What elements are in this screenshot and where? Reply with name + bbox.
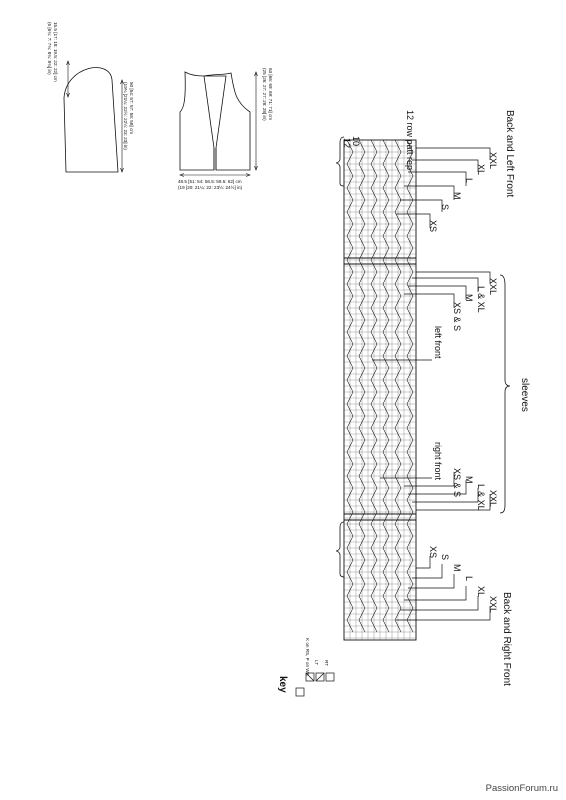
size-leader-back-right: [416, 556, 431, 569]
size-leader-right-front: [412, 488, 479, 503]
key-title: key: [277, 676, 288, 693]
size-leader-lines: [372, 147, 491, 621]
size-label-back-left-2: L: [464, 178, 474, 184]
body-width-measurement: 48.5 [51: 54: 56.5: 59.5: 62] cm (19 [20…: [178, 179, 242, 190]
cable-line: [406, 139, 414, 633]
key-label-knit: K on RS, P on WS: [305, 638, 310, 676]
body-length-in: (25 [26: 27: 27: 28: 28] in): [262, 68, 268, 121]
size-leader-back-left: [404, 185, 455, 200]
cable-line: [382, 139, 390, 633]
body-measure-arrows: [179, 71, 258, 177]
sleeve-schematic: [63, 67, 119, 173]
sleeve-length-cm: 50 [54: 57: 57: 58: 58] cm: [129, 82, 134, 135]
sleeves-label: sleeves: [519, 378, 530, 412]
size-label-back-left-3: M: [452, 192, 462, 200]
body-length-cm: 63 [66: 69: 69: 71: 71] cm: [268, 68, 273, 121]
size-leader-back-right: [408, 574, 455, 589]
size-leader-back-left: [396, 213, 431, 228]
size-leader-back-right: [404, 586, 467, 601]
size-leader-right-front: [416, 494, 491, 511]
size-leader-back-right: [396, 606, 491, 621]
key-symbols: [295, 672, 335, 697]
right-front-label: right front: [433, 442, 443, 481]
size-leader-back-right: [400, 596, 479, 611]
body-length-measurement: 63 [66: 69: 69: 71: 71] cm (25 [26: 27: …: [262, 68, 273, 121]
size-leader-back-right: [412, 564, 443, 579]
size-label-back-left-5: XS: [428, 220, 438, 233]
size-leader-left-front: [416, 271, 491, 284]
size-label-back-right-5: XXL: [488, 596, 498, 614]
size-leader-right-front: [404, 472, 455, 487]
body-schematic: [179, 71, 251, 171]
key-label-rt: RT: [324, 660, 329, 667]
cable-line: [394, 139, 402, 633]
size-label-back-left-1: XL: [476, 164, 486, 176]
size-label-back-right-2: M: [452, 564, 462, 572]
body-width-cm: 48.5 [51: 54: 56.5: 59.5: 62] cm: [178, 179, 242, 184]
size-label-right-front-3: XXL: [488, 490, 498, 508]
sleeves-brace: [499, 274, 511, 514]
size-label-left-front-2: M: [464, 294, 474, 302]
rep-label: 12 row patt rep: [405, 110, 415, 171]
sleeve-length-in: (19¾ [21¼: 22½: 22½: 23: 23] in): [123, 82, 129, 150]
body-width-in: (19 [20: 21¼: 22: 23½: 24½] in): [178, 184, 243, 190]
sleeve-top-measurement: 15.5 [17: 18: 19.5: 22: 22] cm (6 [6¾: 7…: [47, 22, 58, 82]
back-right-front-label: Back and Right Front: [501, 592, 512, 686]
cable-line: [370, 139, 378, 633]
size-leader-left-front: [408, 285, 467, 300]
size-label-back-right-1: S: [440, 554, 450, 561]
size-leader-back-left: [412, 159, 479, 172]
size-leader-right-front: [408, 480, 467, 495]
size-label-right-front-2: L & XL: [476, 484, 486, 511]
key-label-lt: LT: [314, 660, 319, 666]
size-label-back-right-3: L: [464, 576, 474, 582]
size-leader-left-front: [404, 293, 455, 308]
sleeve-measure-arrows: [66, 60, 124, 173]
row-number-10: 10: [351, 136, 361, 147]
size-label-back-right-0: XS: [428, 546, 438, 559]
cable-chart-grid: [343, 139, 417, 641]
size-leader-back-left: [400, 199, 443, 212]
sleeve-top-in: (6 [6¾: 7: 7¾: 8¾: 8¾] in): [47, 22, 53, 75]
size-leader-back-left: [408, 171, 467, 186]
back-left-front-label: Back and Left Front: [504, 110, 515, 198]
size-leader-back-left: [416, 147, 491, 160]
size-label-back-right-4: XL: [476, 586, 486, 598]
size-label-right-front-0: XS & S: [452, 468, 462, 498]
cable-stitch-lines: [346, 139, 414, 633]
size-label-back-left-4: S: [440, 204, 450, 211]
sleeve-length-measurement: 50 [54: 57: 57: 58: 58] cm (19¾ [21¼: 22…: [123, 82, 134, 150]
size-label-left-front-0: XXL: [488, 278, 498, 296]
size-label-back-left-0: XXL: [488, 152, 498, 170]
sleeve-top-cm: 15.5 [17: 18: 19.5: 22: 22] cm: [53, 22, 58, 82]
size-label-left-front-3: XS & S: [452, 302, 462, 332]
cable-line: [358, 139, 366, 633]
rep-brace: [335, 136, 345, 578]
left-front-label: left front: [433, 326, 443, 359]
size-label-left-front-1: L & XL: [476, 286, 486, 313]
cable-line: [346, 139, 354, 633]
size-leader-left-front: [412, 277, 479, 292]
watermark: PassionForum.ru: [485, 783, 558, 794]
size-label-right-front-1: M: [464, 476, 474, 484]
